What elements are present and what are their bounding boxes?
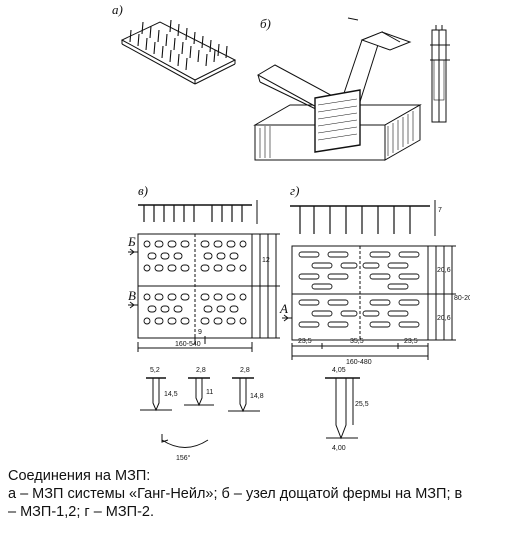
technical-drawing: а) б) в) г) Б В А 160-540 9 12 5,2 2,8 2… — [100, 0, 476, 462]
dim-v-len-a: 14,5 — [164, 391, 178, 398]
panel-b-truss-node — [253, 17, 450, 161]
dim-g-total: 80-200 — [454, 295, 470, 302]
dim-v-len-c: 14,8 — [250, 393, 264, 400]
dim-g-h2: 20,6 — [437, 315, 451, 322]
dim-g-nail-head: 4,00 — [332, 445, 346, 452]
dim-g-nail-w: 4,05 — [332, 367, 346, 374]
dim-v-pitch: 9 — [198, 329, 202, 336]
dim-g-top: 7 — [438, 207, 442, 214]
dim-v-len-b: 11 — [206, 389, 213, 396]
caption-title: Соединения на МЗП: — [8, 468, 151, 484]
dim-g-right: 23,5 — [404, 338, 418, 345]
panel-v-plate — [128, 200, 280, 448]
dim-g-h1: 20,6 — [437, 267, 451, 274]
dim-g-left: 23,5 — [298, 338, 312, 345]
dim-g-width: 160-480 — [346, 359, 372, 366]
dim-g-nail-len: 25,5 — [355, 401, 369, 408]
panel-a-spiked-plate — [120, 19, 237, 85]
panel-label-b: б) — [260, 16, 271, 31]
panel-label-v: в) — [138, 183, 148, 198]
panel-g-plate — [282, 200, 456, 440]
dim-v-sec-a: 5,2 — [150, 367, 160, 374]
figure-caption: Соединения на МЗП: а – МЗП системы «Ганг… — [8, 467, 523, 521]
section-mark-v: В — [128, 288, 136, 303]
caption-line-1: а – МЗП системы «Ганг-Нейл»; б – узел до… — [8, 486, 463, 502]
dim-v-angle: 156° — [176, 454, 191, 462]
dim-v-sec-b: 2,8 — [196, 367, 206, 374]
dim-v-sec-c: 2,8 — [240, 367, 250, 374]
section-mark-b: Б — [127, 234, 136, 249]
dim-g-mid: 35,5 — [350, 338, 364, 345]
dim-v-width: 160-540 — [175, 341, 201, 348]
dim-v-rows: 12 — [262, 257, 270, 264]
section-mark-a: А — [279, 301, 288, 316]
panel-label-a: а) — [112, 2, 123, 17]
panel-label-g: г) — [290, 183, 299, 198]
caption-line-2: – МЗП-1,2; г – МЗП-2. — [8, 504, 154, 520]
